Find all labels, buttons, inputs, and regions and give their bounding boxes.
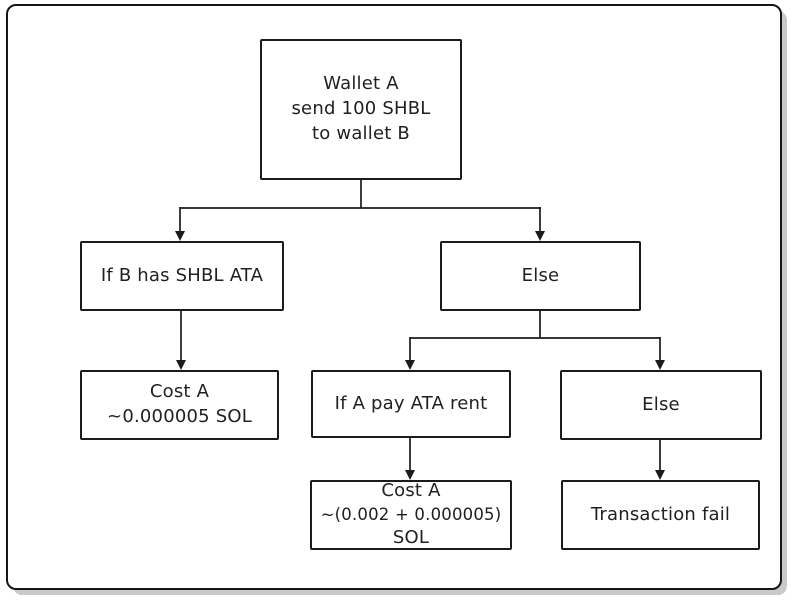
node-text-line: to wallet B: [312, 122, 410, 144]
node-text-line: Transaction fail: [590, 503, 731, 525]
arrowhead-cond-b: [175, 231, 185, 241]
node-text-line: Else: [521, 264, 560, 286]
node-text-line: SOL: [392, 527, 430, 549]
node-text-line: Else: [642, 393, 680, 415]
node-transaction-fail: Transaction fail: [561, 480, 760, 550]
arrowhead-cond-a: [405, 360, 415, 370]
node-text-line: If B has SHBL ATA: [100, 264, 264, 286]
node-text-line: Cost A: [381, 479, 441, 501]
node-text-line: If A pay ATA rent: [334, 392, 488, 414]
arrowhead-else-top: [535, 231, 545, 241]
node-text-line: ~0.000005 SOL: [107, 406, 252, 427]
node-condition-a-pay-rent: If A pay ATA rent: [311, 370, 511, 438]
arrowhead-tx-fail: [655, 470, 665, 480]
arrowhead-cost-simple: [176, 360, 186, 370]
node-else-nested: Else: [560, 370, 762, 440]
node-cost-with-rent: Cost A ~(0.002 + 0.000005) SOL: [310, 480, 512, 550]
arrowhead-cost-rent: [405, 470, 415, 480]
node-else-top: Else: [440, 241, 641, 311]
node-text-line: Cost A: [149, 381, 210, 403]
node-text-line: send 100 SHBL: [291, 98, 431, 120]
node-text-line: Wallet A: [323, 73, 399, 95]
arrowhead-else-nested: [655, 360, 665, 370]
node-cost-simple: Cost A ~0.000005 SOL: [80, 370, 279, 440]
node-text-line: ~(0.002 + 0.000005): [320, 504, 502, 524]
node-condition-b-has-ata: If B has SHBL ATA: [80, 241, 284, 311]
node-root-wallet-transfer: Wallet A send 100 SHBL to wallet B: [260, 39, 462, 180]
